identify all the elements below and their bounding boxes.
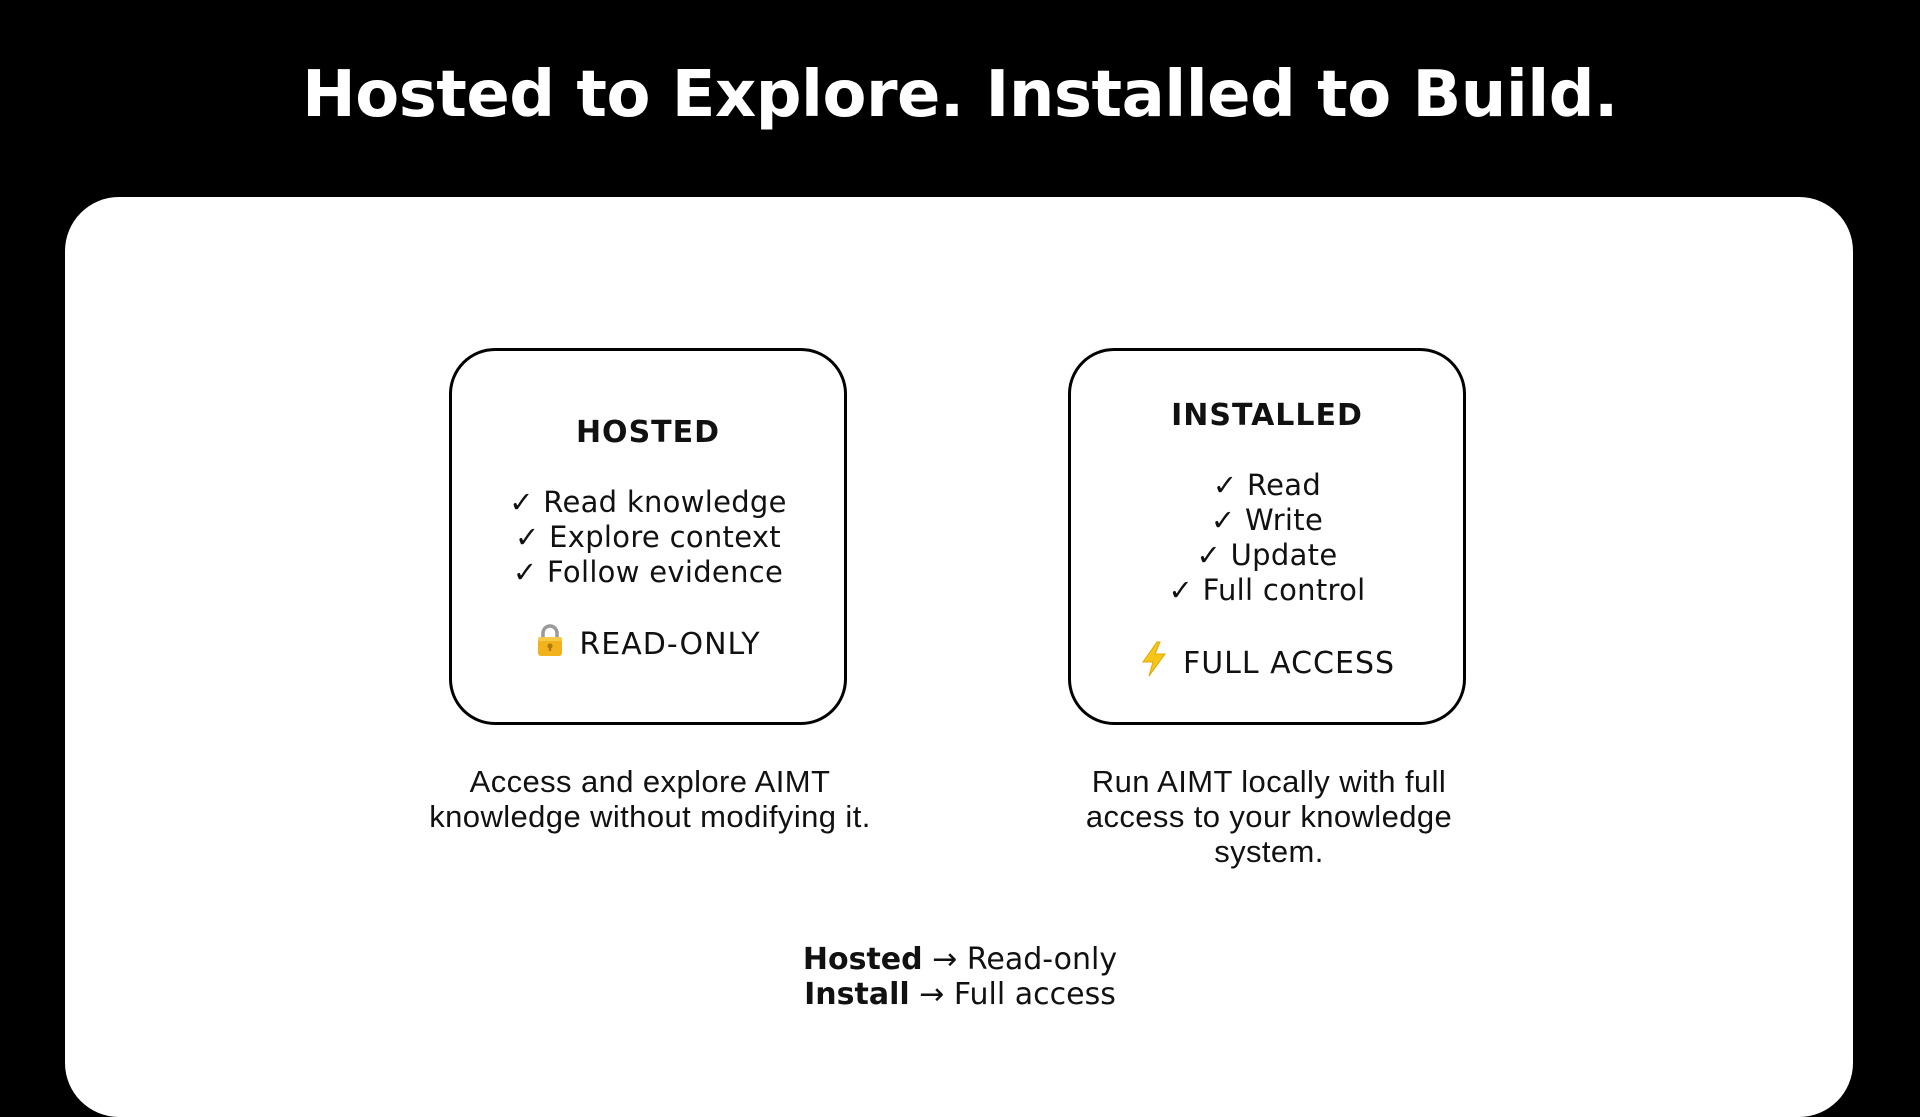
feature-item: ✓ Update bbox=[1196, 538, 1338, 572]
installed-feature-list: ✓ Read ✓ Write ✓ Update ✓ Full control bbox=[1071, 468, 1463, 608]
hosted-feature-list: ✓ Read knowledge ✓ Explore context ✓ Fol… bbox=[452, 485, 844, 590]
summary: Hosted → Read-only Install → Full access bbox=[0, 942, 1920, 1012]
lock-icon bbox=[535, 623, 565, 665]
summary-value: Full access bbox=[953, 977, 1116, 1012]
hosted-description: Access and explore AIMT knowledge withou… bbox=[429, 764, 871, 834]
feature-item: ✓ Write bbox=[1210, 503, 1324, 537]
feature-item: ✓ Read knowledge bbox=[509, 485, 787, 519]
lightning-bolt-icon bbox=[1139, 641, 1169, 685]
read-only-badge: READ-ONLY bbox=[452, 623, 844, 665]
summary-line-install: Install → Full access bbox=[0, 977, 1920, 1012]
hosted-card: HOSTED ✓ Read knowledge ✓ Explore contex… bbox=[449, 348, 847, 725]
installed-description: Run AIMT locally with full access to you… bbox=[1085, 764, 1453, 869]
content-panel bbox=[65, 197, 1853, 1117]
read-only-label: READ-ONLY bbox=[579, 626, 761, 662]
feature-item: ✓ Explore context bbox=[515, 520, 781, 554]
installed-card-heading: INSTALLED bbox=[1171, 398, 1363, 433]
full-access-label: FULL ACCESS bbox=[1182, 645, 1396, 681]
feature-item: ✓ Read bbox=[1212, 468, 1322, 502]
full-access-badge: FULL ACCESS bbox=[1071, 641, 1463, 685]
feature-item: ✓ Follow evidence bbox=[512, 555, 784, 589]
summary-label: Install bbox=[804, 977, 910, 1012]
summary-line-hosted: Hosted → Read-only bbox=[0, 942, 1920, 977]
hosted-card-heading: HOSTED bbox=[575, 415, 721, 450]
page-title: Hosted to Explore. Installed to Build. bbox=[302, 58, 1618, 132]
summary-value: Read-only bbox=[966, 942, 1118, 977]
arrow-icon: → bbox=[932, 942, 958, 977]
installed-card: INSTALLED ✓ Read ✓ Write ✓ Update ✓ Full… bbox=[1068, 348, 1466, 725]
summary-label: Hosted bbox=[802, 942, 923, 977]
feature-item: ✓ Full control bbox=[1168, 573, 1366, 607]
arrow-icon: → bbox=[919, 977, 945, 1012]
